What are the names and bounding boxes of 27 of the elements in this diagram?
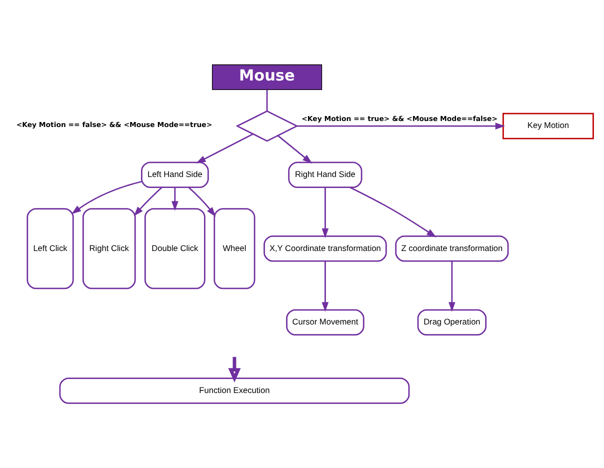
node-box: Mouse <box>212 64 322 90</box>
node-box: Function Execution <box>59 378 410 404</box>
node-box: Right Click <box>82 208 136 290</box>
node-box: Right Hand Side <box>288 162 362 188</box>
arrow <box>71 180 142 214</box>
arrow <box>322 188 329 238</box>
node-box: X,Y Coordinate transformation <box>264 235 387 262</box>
node-box: Left Hand Side <box>140 162 209 188</box>
node-box: Cursor Movement <box>286 309 364 336</box>
node-box: Left Click <box>26 208 74 290</box>
node-diamond <box>236 110 298 142</box>
node-box: Key Motion <box>502 112 594 140</box>
arrow <box>228 356 241 382</box>
node-box: Drag Operation <box>417 309 487 336</box>
connector <box>266 90 268 111</box>
arrow <box>350 186 436 238</box>
node-box: Z coordinate transformation <box>395 235 509 262</box>
node-box: Wheel <box>214 208 256 290</box>
arrow <box>172 188 178 211</box>
arrow <box>188 187 216 217</box>
arrow <box>448 261 456 312</box>
arrow <box>296 122 506 130</box>
arrow <box>134 186 162 216</box>
arrow <box>322 261 329 312</box>
arrow <box>196 133 254 164</box>
node-box: Double Click <box>144 208 206 290</box>
arrow <box>278 135 312 164</box>
